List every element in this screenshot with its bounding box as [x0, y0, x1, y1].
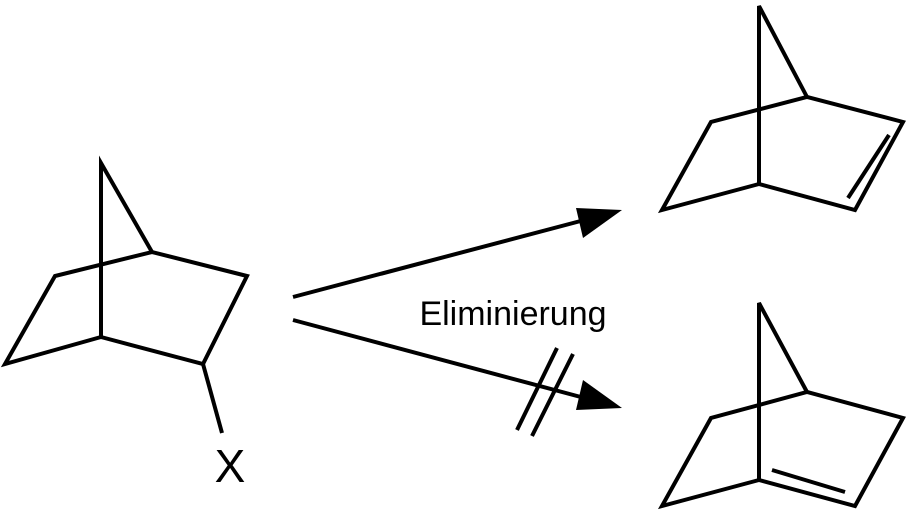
product-norbornene	[657, 5, 906, 214]
arrow-to-norbornene	[292, 208, 622, 299]
arrow-lower-shaft	[292, 318, 593, 402]
bridge-bonds	[99, 155, 154, 337]
arrow-label: Eliminierung	[419, 295, 606, 333]
arrow-to-bridgehead-alkene	[292, 318, 622, 437]
ring-bonds	[657, 389, 906, 510]
ring-bonds	[0, 249, 250, 368]
bridge-bonds	[757, 5, 809, 184]
substituent-bond	[201, 363, 224, 434]
arrow-upper-shaft	[292, 216, 593, 299]
blocked-mark-1	[515, 347, 559, 431]
bridge-bonds	[757, 302, 809, 480]
arrow-lower-head	[576, 380, 622, 410]
ring-bonds	[657, 94, 906, 214]
product-bridgehead-alkene	[657, 302, 906, 510]
double-bond-inner-line	[846, 133, 891, 200]
arrow-upper-head	[576, 208, 622, 238]
substituent-label: X	[215, 440, 246, 492]
double-bond-inner-line	[771, 468, 846, 494]
blocked-mark-2	[530, 353, 575, 437]
starting-material-norbornane: X	[0, 155, 250, 492]
